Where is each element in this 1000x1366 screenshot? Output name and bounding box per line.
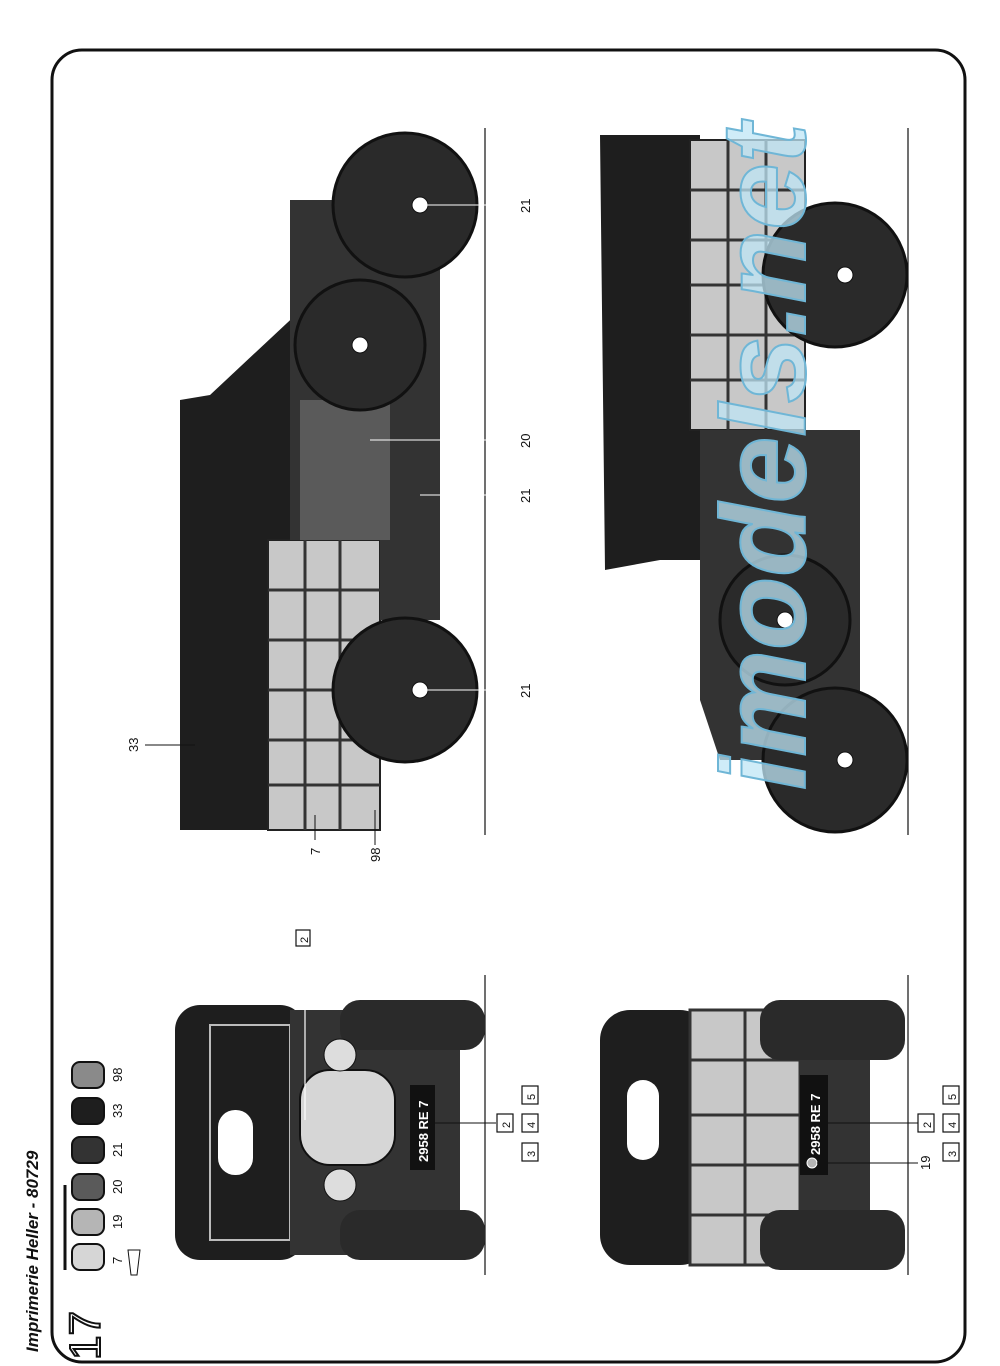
- svg-text:19: 19: [110, 1215, 125, 1229]
- svg-text:7: 7: [110, 1257, 125, 1264]
- svg-text:2: 2: [299, 937, 311, 943]
- front-decal-callout: [295, 929, 311, 947]
- front-view: 2958 RE 7 2 2 3 4 5: [175, 929, 539, 1275]
- front-decal-3: 3: [526, 1151, 538, 1157]
- side-view-left: 21 20 21 21 33 7 98: [126, 128, 533, 862]
- callout-21-chassis: 21: [518, 489, 533, 503]
- rear-decal-3: 3: [947, 1151, 959, 1157]
- callout-21-rear-wheel: 21: [518, 684, 533, 698]
- front-decal-5: 5: [526, 1094, 538, 1100]
- callout-20-body: 20: [518, 434, 533, 448]
- callout-98-detail: 98: [368, 848, 383, 862]
- paint-legend: 98 33 21 20 19 7: [63, 1061, 141, 1276]
- front-decal-2: 2: [501, 1122, 513, 1128]
- page-border: [50, 48, 967, 1364]
- callout-33-hood: 33: [126, 738, 141, 752]
- rear-callout-19: 19: [918, 1156, 933, 1170]
- paint-jar-19: 19: [71, 1208, 125, 1236]
- svg-text:20: 20: [110, 1180, 125, 1194]
- front-license-plate: 2958 RE 7: [416, 1101, 431, 1162]
- svg-text:33: 33: [110, 1104, 125, 1118]
- callout-7-grille: 7: [308, 848, 323, 855]
- paint-jar-7: 7: [71, 1243, 125, 1271]
- paint-jar-33: 33: [71, 1097, 125, 1125]
- paint-jar-98: 98: [71, 1061, 125, 1089]
- printer-text: Imprimerie Heller - 80729: [23, 1150, 42, 1352]
- rear-decal-5: 5: [947, 1094, 959, 1100]
- front-decal-4: 4: [526, 1122, 538, 1128]
- watermark: imodels.net: [697, 118, 831, 790]
- callout-21-front-wheel: 21: [518, 199, 533, 213]
- svg-text:98: 98: [110, 1068, 125, 1082]
- paint-jar-20: 20: [71, 1173, 125, 1201]
- paint-jar-21: 21: [71, 1136, 125, 1164]
- rear-decal-2: 2: [922, 1122, 934, 1128]
- rear-decal-4: 4: [947, 1122, 959, 1128]
- svg-text:21: 21: [110, 1143, 125, 1157]
- side-view-right: [600, 128, 909, 835]
- rear-view: 2958 RE 7 19 2 3 4 5: [600, 975, 960, 1275]
- glue-tube-icon: [127, 1249, 141, 1276]
- rear-license-plate: 2958 RE 7: [808, 1094, 823, 1155]
- step-number: 17: [61, 1311, 110, 1360]
